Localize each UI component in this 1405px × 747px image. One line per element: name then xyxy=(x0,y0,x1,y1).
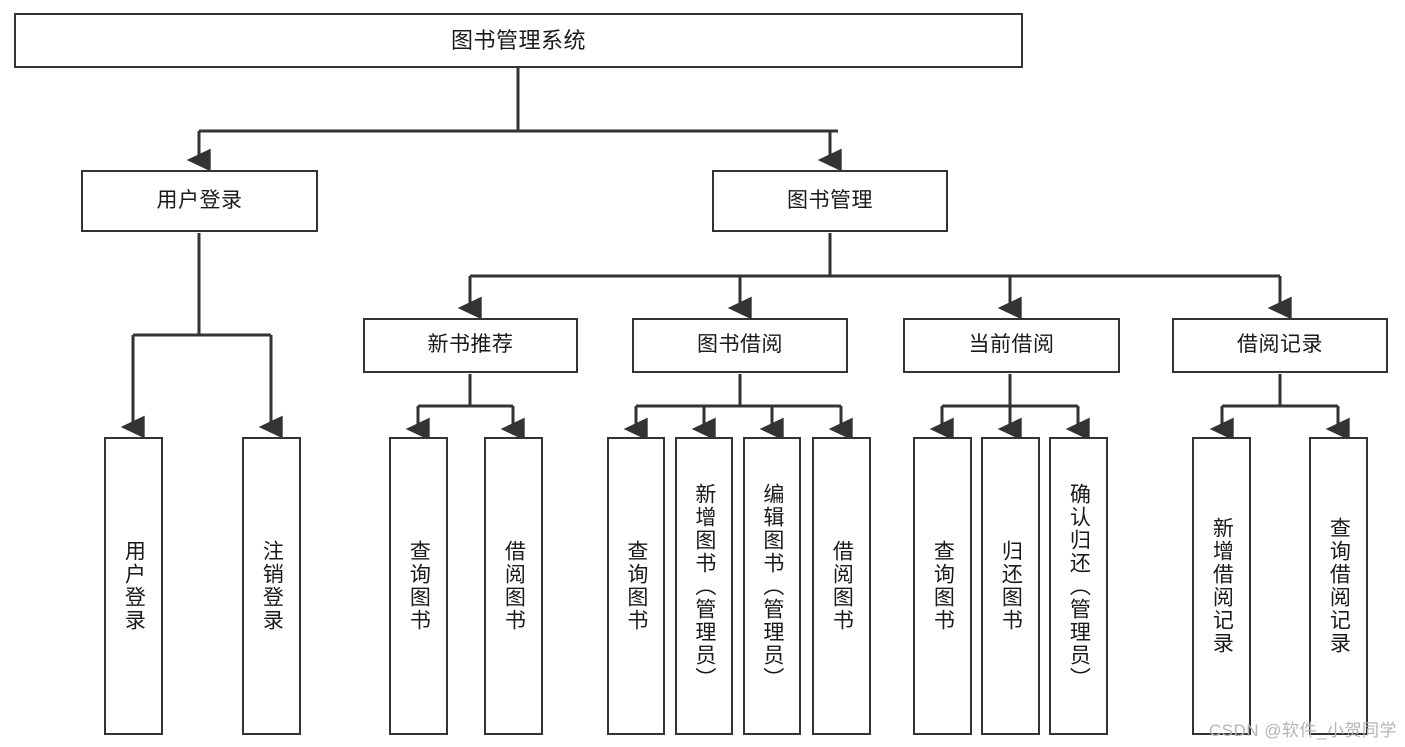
leaf-book-borrow-3[interactable]: 借阅图书 xyxy=(812,437,871,735)
node-label: 新增借阅记录 xyxy=(1210,517,1234,655)
node-label: 图书借阅 xyxy=(697,333,783,357)
node-label: 图书管理 xyxy=(787,188,873,212)
node-root-book-management-system[interactable]: 图书管理系统 xyxy=(14,13,1023,68)
node-label: 查询图书 xyxy=(407,540,431,632)
node-label: 当前借阅 xyxy=(968,333,1055,357)
node-label: 查询借阅记录 xyxy=(1327,517,1351,655)
node-borrow-record[interactable]: 借阅记录 xyxy=(1172,318,1388,373)
leaf-book-borrow-2[interactable]: 编辑图书（管理员） xyxy=(743,437,801,735)
leaf-new-book-recommend-1[interactable]: 借阅图书 xyxy=(484,437,543,735)
node-current-borrow[interactable]: 当前借阅 xyxy=(903,318,1120,373)
node-label: 查询图书 xyxy=(624,540,648,632)
leaf-current-borrow-1[interactable]: 归还图书 xyxy=(981,437,1040,735)
leaf-borrow-record-0[interactable]: 新增借阅记录 xyxy=(1192,437,1251,735)
node-label: 编辑图书（管理员） xyxy=(760,482,784,690)
node-label: 借阅记录 xyxy=(1237,333,1323,357)
node-book-borrow[interactable]: 图书借阅 xyxy=(632,318,848,373)
node-label: 归还图书 xyxy=(999,540,1023,632)
node-label: 确认归还（管理员） xyxy=(1067,482,1091,690)
leaf-book-borrow-0[interactable]: 查询图书 xyxy=(607,437,665,735)
node-label: 用户登录 xyxy=(122,540,146,632)
node-label: 图书管理系统 xyxy=(450,27,586,53)
node-label: 查询图书 xyxy=(931,540,955,632)
watermark-text: CSDN @软件_小贺同学 xyxy=(1208,721,1397,740)
leaf-current-borrow-0[interactable]: 查询图书 xyxy=(913,437,972,735)
node-label: 新书推荐 xyxy=(427,333,514,357)
leaf-borrow-record-1[interactable]: 查询借阅记录 xyxy=(1309,437,1368,735)
leaf-user-login-0[interactable]: 用户登录 xyxy=(104,437,163,735)
node-label: 新增图书（管理员） xyxy=(692,482,716,690)
node-label: 借阅图书 xyxy=(502,540,526,632)
node-label: 借阅图书 xyxy=(830,540,854,632)
leaf-book-borrow-1[interactable]: 新增图书（管理员） xyxy=(675,437,733,735)
node-user-login[interactable]: 用户登录 xyxy=(81,170,318,232)
node-label: 用户登录 xyxy=(156,188,243,212)
leaf-user-login-1[interactable]: 注销登录 xyxy=(242,437,301,735)
node-label: 注销登录 xyxy=(260,540,284,632)
leaf-new-book-recommend-0[interactable]: 查询图书 xyxy=(389,437,448,735)
node-book-management[interactable]: 图书管理 xyxy=(712,170,948,232)
node-new-book-recommend[interactable]: 新书推荐 xyxy=(363,318,578,373)
leaf-current-borrow-2[interactable]: 确认归还（管理员） xyxy=(1049,437,1108,735)
